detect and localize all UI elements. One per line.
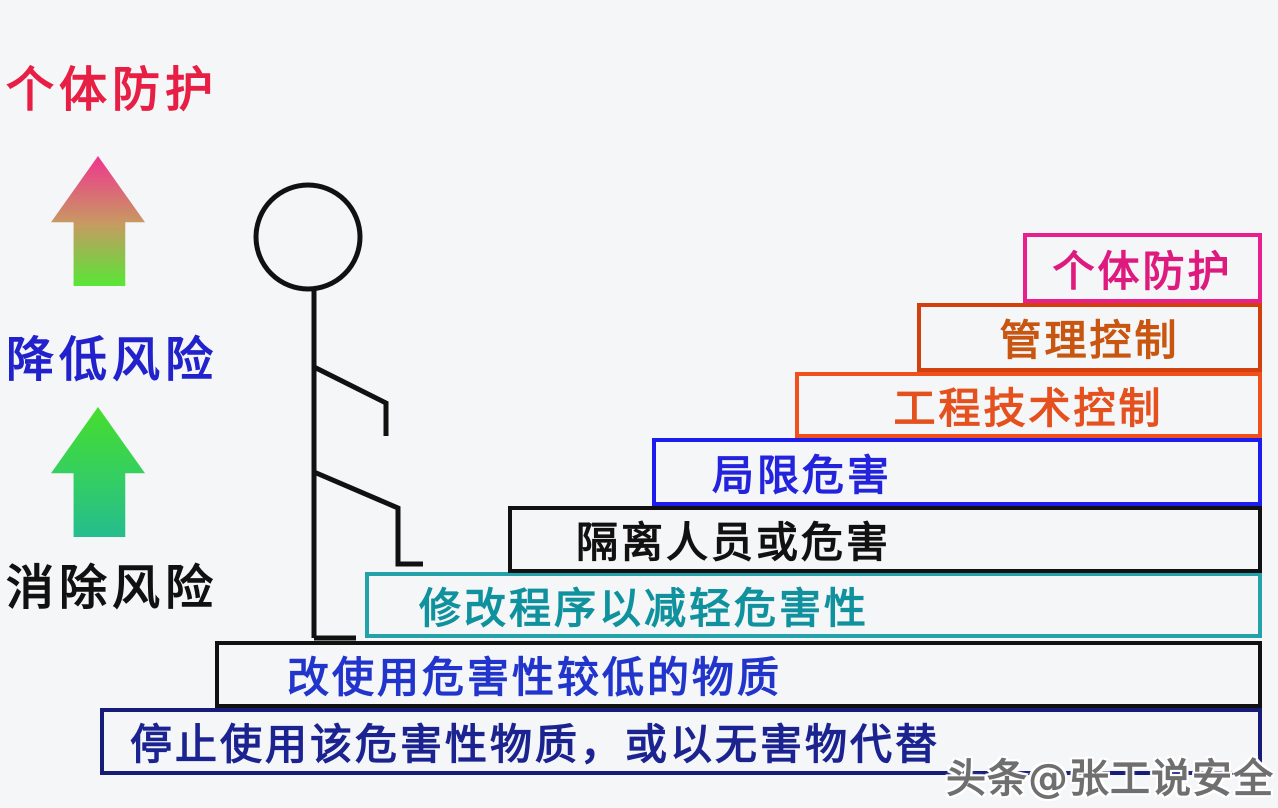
step-label: 改使用危害性较低的物质 xyxy=(287,653,783,702)
figure-head xyxy=(253,182,363,292)
step-label: 隔离人员或危害 xyxy=(576,518,892,567)
step-label: 个体防护 xyxy=(1052,246,1233,296)
up-arrow-icon xyxy=(51,407,145,537)
step-label: 管理控制 xyxy=(999,316,1180,365)
step-label: 工程技术控制 xyxy=(893,383,1164,433)
label-reduce-risk: 降低风险 xyxy=(6,332,219,388)
figure-arm xyxy=(312,364,389,436)
step-label: 局限危害 xyxy=(712,450,893,500)
step-box-modify-process: 修改程序以减轻危害性 xyxy=(365,572,1262,638)
step-label: 停止使用该危害性物质，或以无害物代替 xyxy=(130,720,941,769)
figure-raised-leg xyxy=(313,469,423,567)
step-box-engineering-controls: 工程技术控制 xyxy=(795,372,1262,438)
step-box-use-less-hazardous: 改使用危害性较低的物质 xyxy=(215,641,1262,708)
step-box-confine-hazard: 局限危害 xyxy=(652,438,1262,506)
watermark-text: 头条@张工说安全 xyxy=(946,756,1274,802)
label-eliminate-risk: 消除风险 xyxy=(6,560,219,616)
up-arrow-icon xyxy=(51,156,145,286)
label-personal-protection: 个体防护 xyxy=(6,62,219,118)
step-box-stop-using-substance: 停止使用该危害性物质，或以无害物代替 xyxy=(100,708,1262,775)
step-label: 修改程序以减轻危害性 xyxy=(419,583,870,633)
step-box-isolate-people-or-hazard: 隔离人员或危害 xyxy=(508,506,1262,573)
step-box-administrative-controls: 管理控制 xyxy=(917,303,1262,372)
stick-figure-icon xyxy=(253,182,423,641)
step-box-personal-protection: 个体防护 xyxy=(1023,233,1262,303)
